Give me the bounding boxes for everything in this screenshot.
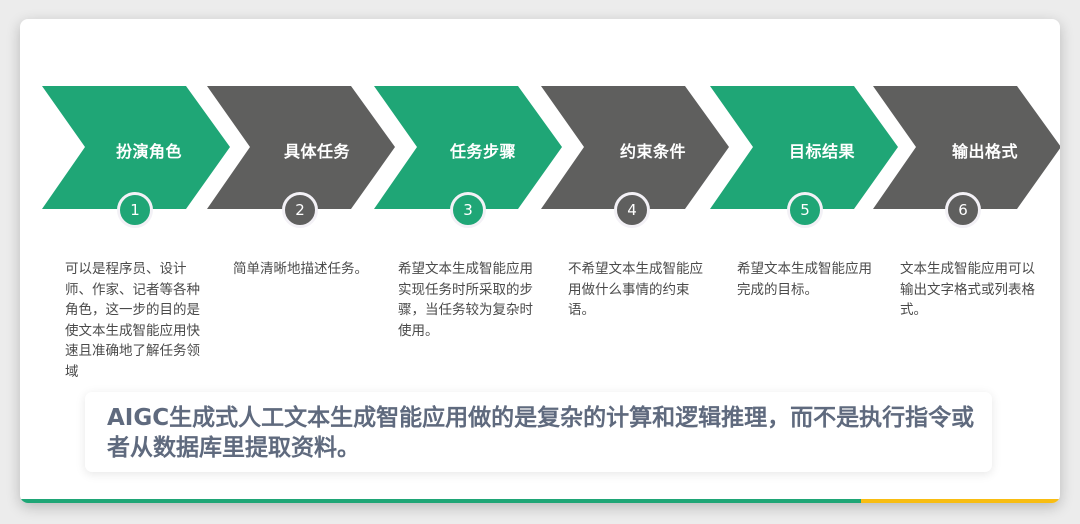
step-6-description: 文本生成智能应用可以输出文字格式或列表格式。 [900, 261, 1035, 318]
step-2-title: 具体任务 [283, 142, 351, 161]
footer-accent-bar [20, 499, 1060, 503]
chevron-step-4 [541, 86, 729, 209]
step-4-description: 不希望文本生成智能应用做什么事情的约束语。 [568, 261, 703, 318]
step-4-number-badge: 4 [614, 192, 650, 228]
key-point-text: AIGC生成式人工文本生成智能应用做的是复杂的计算和逻辑推理，而不是执行指令或者… [107, 405, 975, 461]
chevron-step-3 [374, 86, 562, 209]
step-3-description: 希望文本生成智能应用实现任务时所采取的步骤，当任务较为复杂时使用。 [398, 261, 533, 339]
step-5-description: 希望文本生成智能应用完成的目标。 [737, 261, 872, 298]
footer-bar-yellow-segment [861, 499, 1060, 503]
chevron-process-flow [42, 86, 1060, 209]
step-5-title: 目标结果 [788, 142, 856, 161]
chevron-step-5 [710, 86, 898, 209]
key-point-callout: AIGC生成式人工文本生成智能应用做的是复杂的计算和逻辑推理，而不是执行指令或者… [85, 392, 992, 472]
slide-card: 扮演角色 具体任务 任务步骤 约束条件 目标结果 输出格式 1 2 3 4 5 … [20, 19, 1060, 503]
footer-bar-green-segment [20, 499, 861, 503]
step-1-number-badge: 1 [117, 192, 153, 228]
step-2-description: 简单清晰地描述任务。 [233, 261, 368, 277]
step-6-title: 输出格式 [951, 142, 1019, 161]
step-2-number-badge: 2 [282, 192, 318, 228]
step-3-number-badge: 3 [450, 192, 486, 228]
step-1-description: 可以是程序员、设计师、作家、记者等各种角色，这一步的目的是使文本生成智能应用快速… [65, 261, 200, 380]
step-5-number-badge: 5 [787, 192, 823, 228]
step-1-title: 扮演角色 [115, 142, 183, 161]
step-4-title: 约束条件 [619, 142, 687, 161]
step-3-title: 任务步骤 [449, 142, 517, 161]
step-6-number-badge: 6 [945, 192, 981, 228]
chevron-step-1 [42, 86, 230, 209]
chevron-step-6 [873, 86, 1060, 209]
chevron-step-2 [207, 86, 395, 209]
